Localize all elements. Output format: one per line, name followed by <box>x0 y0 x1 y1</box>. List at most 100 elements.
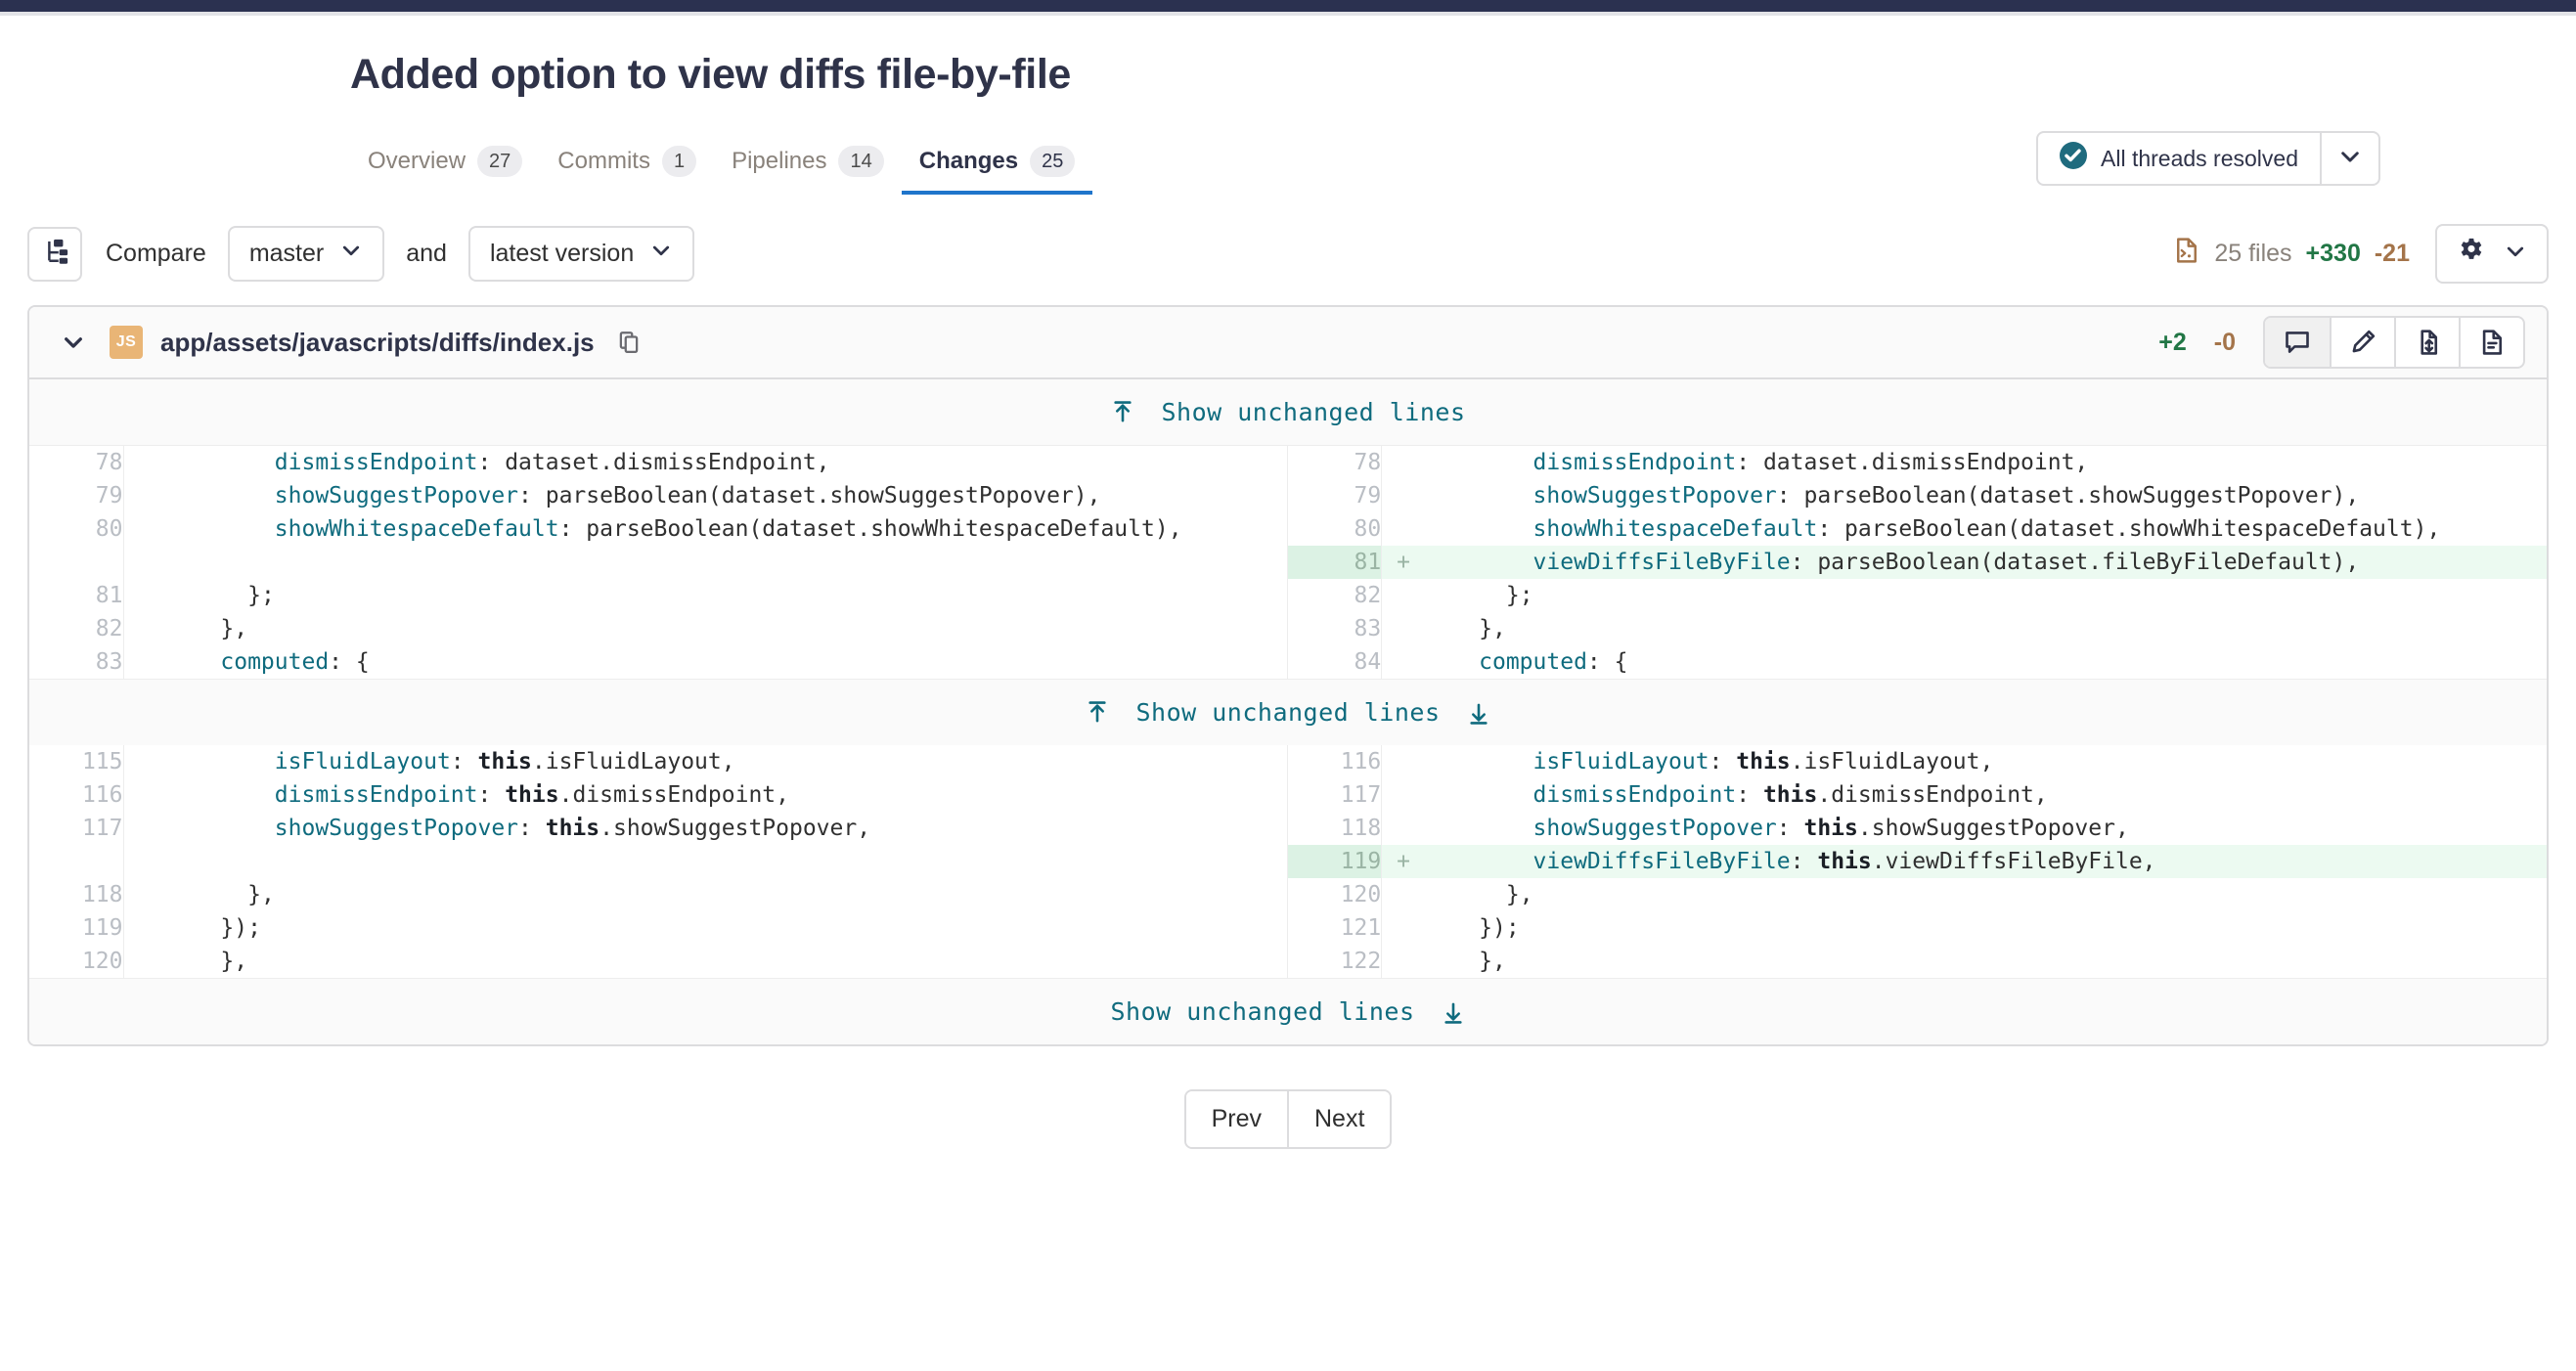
diff-file-actions: +2 -0 <box>2158 316 2525 370</box>
expand-unchanged-label: Show unchanged lines <box>1135 698 1441 728</box>
file-tree-icon <box>40 237 69 271</box>
diff-pagination: Prev Next <box>0 1089 2576 1150</box>
line-number-left[interactable]: 115 <box>29 745 124 779</box>
line-number-left[interactable]: 78 <box>29 446 124 480</box>
diff-code-left: computed: { <box>166 645 1289 680</box>
diff-row: 116 dismissEndpoint: this.dismissEndpoin… <box>29 778 2547 813</box>
diff-hunk-1-body: 78 dismissEndpoint: dataset.dismissEndpo… <box>29 446 2547 680</box>
navbar-shadow <box>0 12 2576 16</box>
line-number-left[interactable]: 82 <box>29 612 124 646</box>
line-number-left[interactable]: 81 <box>29 579 124 613</box>
diff-sign-left <box>123 911 166 946</box>
comment-icon[interactable] <box>2265 318 2330 368</box>
diff-sign-left <box>123 446 166 480</box>
line-number-right[interactable]: 80 <box>1287 512 1383 547</box>
all-threads-resolved-label: All threads resolved <box>2101 145 2298 171</box>
tab-overview[interactable]: Overview 27 <box>350 146 540 195</box>
diff-sign-left <box>123 778 166 813</box>
tab-changes-count: 25 <box>1030 146 1076 178</box>
arrow-down-to-line-icon[interactable] <box>1441 999 1466 1025</box>
file-changes-icon[interactable] <box>2394 318 2459 368</box>
arrow-down-to-line-icon[interactable] <box>1466 700 1491 726</box>
diff-settings-button[interactable] <box>2435 224 2549 285</box>
diff-sign-right <box>1381 512 1425 547</box>
total-deletions: -21 <box>2374 240 2410 268</box>
next-button[interactable]: Next <box>1287 1091 1391 1148</box>
file-type-badge: JS <box>110 326 143 360</box>
diff-sign-left <box>123 812 166 846</box>
line-number-left[interactable]: 117 <box>29 812 124 846</box>
diff-file-path[interactable]: app/assets/javascripts/diffs/index.js <box>160 327 595 357</box>
file-tree-toggle-button[interactable] <box>27 226 82 282</box>
diff-code-left: showSuggestPopover: this.showSuggestPopo… <box>166 812 1289 846</box>
diff-sign-right <box>1381 579 1425 613</box>
threads-resolved-group: All threads resolved <box>2036 131 2380 186</box>
line-number-right[interactable]: 81 <box>1287 546 1383 580</box>
diff-row: 81 };82 }; <box>29 579 2547 613</box>
diff-code-right: }, <box>1424 612 2547 646</box>
diff-sign-left <box>123 645 166 680</box>
line-number-right[interactable]: 79 <box>1287 479 1383 513</box>
diff-sign-left <box>123 745 166 779</box>
expand-unchanged-label: Show unchanged lines <box>1110 997 1415 1027</box>
threads-dropdown-toggle[interactable] <box>2320 133 2378 184</box>
diff-code-right: }); <box>1424 911 2547 946</box>
diff-sign-right <box>1381 446 1425 480</box>
line-number-left[interactable]: 83 <box>29 645 124 680</box>
source-version-dropdown[interactable]: master <box>227 226 385 283</box>
diff-code-left <box>166 546 1289 580</box>
line-number-left[interactable]: 119 <box>29 911 124 946</box>
line-number-right[interactable]: 118 <box>1287 812 1383 846</box>
view-file-icon[interactable] <box>2459 318 2523 368</box>
diff-code-left: }, <box>166 878 1289 912</box>
line-number-right[interactable]: 117 <box>1287 778 1383 813</box>
diff-sign-right: + <box>1381 546 1425 580</box>
edit-pencil-icon[interactable] <box>2330 318 2394 368</box>
expand-unchanged-lines-top[interactable]: Show unchanged lines <box>29 379 2547 447</box>
line-number-right[interactable]: 83 <box>1287 612 1383 646</box>
arrow-up-to-line-icon[interactable] <box>1085 700 1110 726</box>
arrow-up-to-line-icon[interactable] <box>1110 400 1135 425</box>
diff-hunk-1: 78 dismissEndpoint: dataset.dismissEndpo… <box>29 446 2547 680</box>
target-version-dropdown[interactable]: latest version <box>467 226 695 283</box>
diff-code-left: showSuggestPopover: parseBoolean(dataset… <box>166 479 1289 513</box>
chevron-down-icon <box>339 239 363 269</box>
line-number-left[interactable]: 80 <box>29 512 124 547</box>
files-count: 25 files <box>2214 240 2292 268</box>
diff-sign-right: + <box>1381 845 1425 879</box>
line-number-right[interactable]: 82 <box>1287 579 1383 613</box>
page-title: Added option to view diffs file-by-file <box>350 51 1071 98</box>
line-number-left[interactable]: 79 <box>29 479 124 513</box>
tab-pipelines[interactable]: Pipelines 14 <box>714 146 902 195</box>
line-number-right[interactable]: 120 <box>1287 878 1383 912</box>
line-number-right[interactable]: 119 <box>1287 845 1383 879</box>
tab-commits[interactable]: Commits 1 <box>540 146 714 195</box>
compare-bar-right: 25 files +330 -21 <box>2173 224 2549 285</box>
line-number-right[interactable]: 122 <box>1287 945 1383 979</box>
diff-code-right: viewDiffsFileByFile: parseBoolean(datase… <box>1424 546 2547 580</box>
line-number-left[interactable] <box>29 845 124 879</box>
copy-path-icon[interactable] <box>616 330 642 355</box>
line-number-right[interactable]: 84 <box>1287 645 1383 680</box>
all-threads-resolved-button[interactable]: All threads resolved <box>2038 133 2320 184</box>
expand-unchanged-lines-bottom[interactable]: Show unchanged lines <box>29 978 2547 1045</box>
tab-changes[interactable]: Changes 25 <box>901 146 1093 196</box>
tab-commits-label: Commits <box>557 148 650 175</box>
diff-row: 120 },122 }, <box>29 945 2547 979</box>
diff-code-right: dismissEndpoint: dataset.dismissEndpoint… <box>1424 446 2547 480</box>
line-number-right[interactable]: 78 <box>1287 446 1383 480</box>
line-number-left[interactable]: 118 <box>29 878 124 912</box>
and-label: and <box>406 240 447 268</box>
line-number-left[interactable]: 116 <box>29 778 124 813</box>
prev-button[interactable]: Prev <box>1185 1091 1287 1148</box>
diff-row: 83 computed: {84 computed: { <box>29 645 2547 680</box>
line-number-left[interactable] <box>29 546 124 580</box>
file-deletions: -0 <box>2213 328 2236 356</box>
expand-unchanged-lines-middle[interactable]: Show unchanged lines <box>29 679 2547 746</box>
collapse-file-toggle[interactable] <box>61 330 86 355</box>
line-number-right[interactable]: 116 <box>1287 745 1383 779</box>
line-number-left[interactable]: 120 <box>29 945 124 979</box>
line-number-right[interactable]: 121 <box>1287 911 1383 946</box>
diff-code-right: showWhitespaceDefault: parseBoolean(data… <box>1424 512 2547 547</box>
diff-row: 117 showSuggestPopover: this.showSuggest… <box>29 812 2547 846</box>
